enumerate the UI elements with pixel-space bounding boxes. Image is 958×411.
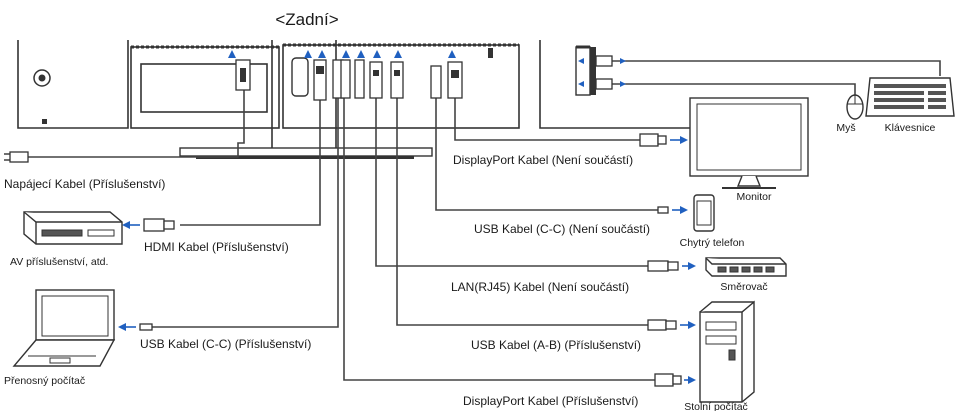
mouse-label: Myš <box>836 122 855 134</box>
av-device-label: AV příslušenství, atd. <box>10 256 108 268</box>
usbab-cable-label: USB Kabel (A-B) (Příslušenství) <box>471 338 641 352</box>
lan-cable-line <box>375 98 655 267</box>
diagram-title: <Zadní> <box>275 10 338 29</box>
lan-cable-label: LAN(RJ45) Kabel (Není součástí) <box>451 280 629 294</box>
laptop-label: Přenosný počítač <box>4 375 85 387</box>
av-device-icon <box>23 211 123 245</box>
usbc-phone-cable-label: USB Kabel (C-C) (Není součástí) <box>474 222 650 236</box>
monitor-label: Monitor <box>736 191 772 203</box>
mouse-icon <box>846 94 864 120</box>
router-label: Směrovač <box>720 281 767 293</box>
panel-connectors <box>235 55 613 101</box>
laptop-icon <box>12 289 116 367</box>
cables <box>22 60 941 381</box>
displayport-monitor-cable-line <box>454 98 640 141</box>
displayport-pc-cable-label: DisplayPort Kabel (Příslušenství) <box>463 394 638 408</box>
desktop-pc-icon <box>699 300 755 403</box>
usbab-cable-line <box>396 98 655 326</box>
phone-icon <box>693 194 715 232</box>
phone-label: Chytrý telefon <box>680 237 745 249</box>
keyboard-label: Klávesnice <box>885 122 936 134</box>
monitor-icon <box>689 97 809 189</box>
usbc-phone-cable-line <box>435 98 658 211</box>
power-cable-line <box>22 90 245 158</box>
hdmi-cable-label: HDMI Kabel (Příslušenství) <box>144 240 289 254</box>
displayport-monitor-cable-label: DisplayPort Kabel (Není součástí) <box>453 153 633 167</box>
hdmi-cable-line <box>180 100 321 226</box>
cable-ends <box>4 133 696 387</box>
keyboard-icon <box>865 77 955 117</box>
power-cable-label: Napájecí Kabel (Příslušenství) <box>4 177 165 191</box>
displayport-pc-cable-line <box>343 98 655 381</box>
usbc-laptop-cable-label: USB Kabel (C-C) (Příslušenství) <box>140 337 311 351</box>
usbc-laptop-cable-line <box>152 98 339 328</box>
mouse-cable-line <box>612 83 856 96</box>
keyboard-cable-line <box>612 60 941 76</box>
pc-label: Stolní počítač <box>684 401 748 411</box>
port-arrows <box>228 50 626 87</box>
router-icon <box>705 257 787 277</box>
